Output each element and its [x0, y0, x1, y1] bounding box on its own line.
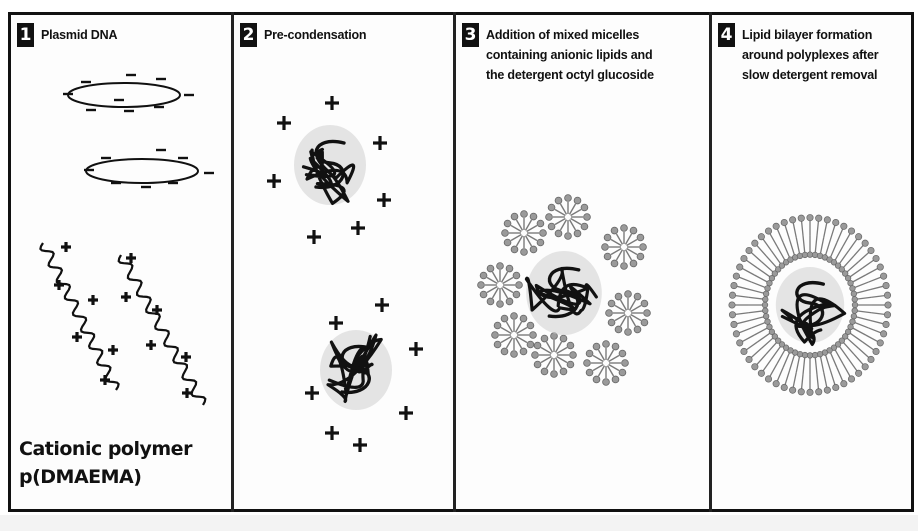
mixed-micelle-icon	[532, 333, 577, 378]
plasmid-dna-icon	[86, 159, 198, 183]
positive-charge-icon	[121, 292, 131, 302]
polymer-label: Cationic polymer p(DMAEMA)	[19, 435, 192, 491]
positive-charge-icon	[353, 438, 367, 452]
panel-4: 4 Lipid bilayer formation around polyple…	[712, 15, 911, 509]
mixed-micelle-icon	[502, 211, 547, 256]
positive-charge-icon	[375, 298, 389, 312]
condensed-polyplex-icon	[320, 330, 392, 410]
positive-charge-icon	[126, 253, 136, 263]
mixed-micelle-icon	[606, 291, 651, 336]
negative-charge-icons	[63, 75, 214, 187]
panel-1: 1 Plasmid DNA Cationic polymer p(DMAEMA)	[11, 15, 231, 509]
positive-charge-icon	[325, 426, 339, 440]
positive-charge-icon	[409, 342, 423, 356]
positive-charge-icon	[72, 332, 82, 342]
panel-3: 3 Addition of mixed micelles containing …	[456, 15, 709, 509]
polyplex-illustration	[234, 15, 453, 509]
micelle-polyplex-illustration	[456, 15, 709, 509]
bottom-margin	[0, 515, 918, 531]
positive-charge-icon	[377, 193, 391, 207]
positive-charge-icon	[277, 116, 291, 130]
positive-charge-icon	[100, 375, 110, 385]
positive-charge-icon	[61, 242, 71, 252]
positive-charge-icon	[146, 340, 156, 350]
positive-charge-icon	[325, 96, 339, 110]
positive-charge-icon	[305, 386, 319, 400]
condensed-polyplex-icon	[776, 267, 845, 344]
positive-charge-icon	[267, 174, 281, 188]
plasmid-dna-icon	[68, 83, 180, 107]
positive-charge-icon	[399, 406, 413, 420]
cationic-polymer-icon	[40, 242, 205, 405]
positive-charge-icon	[307, 230, 321, 244]
mixed-micelle-icon	[584, 341, 629, 386]
mixed-micelle-icon	[478, 263, 523, 308]
mixed-micelle-icon	[602, 225, 647, 270]
positive-charge-icon	[182, 388, 192, 398]
positive-charge-icon	[373, 136, 387, 150]
positive-charge-icon	[54, 280, 64, 290]
positive-charge-icon	[329, 316, 343, 330]
condensed-polyplex-icon	[526, 251, 602, 335]
positive-charge-icon	[181, 352, 191, 362]
panel-2: 2 Pre-condensation	[234, 15, 453, 509]
positive-charge-icon	[108, 345, 118, 355]
positive-charge-icon	[351, 221, 365, 235]
lipid-bilayer-illustration	[712, 15, 911, 509]
condensed-polyplex-icon	[294, 125, 366, 205]
positive-charge-icon	[88, 295, 98, 305]
mixed-micelle-icon	[492, 313, 537, 358]
mixed-micelle-icon	[546, 195, 591, 240]
